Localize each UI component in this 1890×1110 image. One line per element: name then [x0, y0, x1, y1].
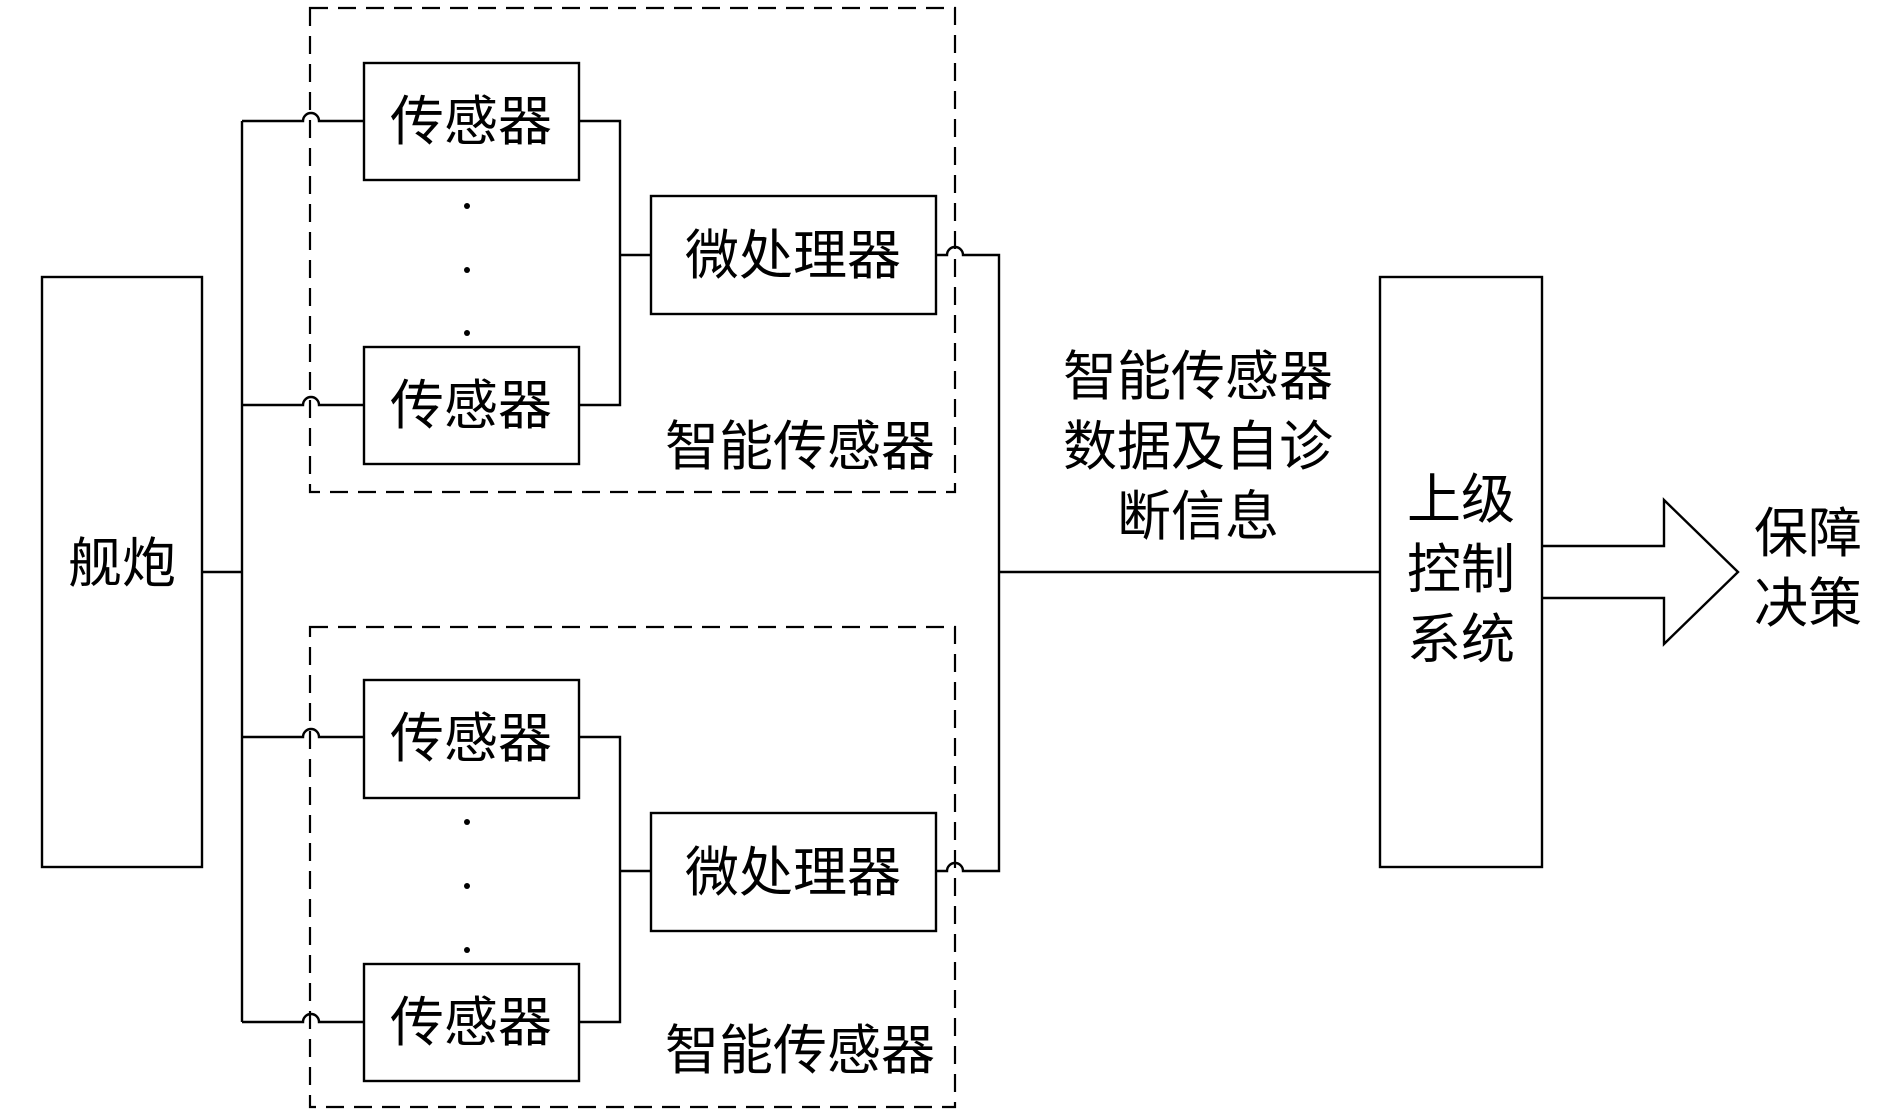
- sensor-box-bottom-1: [362, 678, 581, 800]
- bus-to-sensor-top-2: [242, 395, 364, 407]
- sensor-label-bottom-1: 传感器: [390, 707, 552, 770]
- smart-sensor-group-top: [308, 6, 957, 494]
- smart-sensor-group-label-bottom: 智能传感器: [665, 1019, 935, 1082]
- bus-to-sensor-bottom-2: [242, 1012, 364, 1024]
- sensor-label-top-2: 传感器: [390, 374, 552, 437]
- output-bus: [936, 245, 1001, 873]
- ellipsis-dot: [464, 330, 470, 336]
- decision-label-line-1: 保障: [1754, 502, 1862, 565]
- ellipsis-dot: [464, 819, 470, 825]
- control-label-line-2: 控制: [1407, 538, 1515, 601]
- output-arrow-icon: [1542, 497, 1740, 647]
- info-label-line-2: 数据及自诊: [1063, 415, 1333, 478]
- microprocessor-label-top: 微处理器: [685, 224, 901, 287]
- bus-to-sensor-top-1: [242, 111, 364, 123]
- sensor-merge-bottom: [579, 735, 622, 1024]
- bus-to-sensor-bottom-1: [242, 727, 364, 739]
- microprocessor-label-bottom: 微处理器: [685, 841, 901, 904]
- control-label-line-1: 上级: [1407, 468, 1515, 531]
- smart-sensor-group-label-top: 智能传感器: [665, 415, 935, 478]
- sensor-label-top-1: 传感器: [390, 90, 552, 153]
- naval-gun-label: 舰炮: [68, 532, 176, 595]
- ellipsis-dot: [464, 947, 470, 953]
- sensor-box-top-1: [362, 61, 581, 182]
- naval-gun-box: [40, 275, 204, 869]
- upper-control-system-box: [1378, 275, 1544, 869]
- decision-label-line-2: 决策: [1754, 572, 1862, 635]
- sensor-merge-top: [579, 119, 622, 407]
- sensor-box-top-2: [362, 345, 581, 466]
- sensor-box-bottom-2: [362, 962, 581, 1083]
- info-label-line-1: 智能传感器: [1063, 345, 1333, 408]
- ellipsis-dot: [464, 883, 470, 889]
- info-label-line-3: 断信息: [1117, 485, 1279, 548]
- control-label-line-3: 系统: [1407, 608, 1515, 671]
- ellipsis-dot: [464, 267, 470, 273]
- sensor-label-bottom-2: 传感器: [390, 991, 552, 1054]
- smart-sensor-group-bottom: [308, 625, 957, 1109]
- ellipsis-dot: [464, 203, 470, 209]
